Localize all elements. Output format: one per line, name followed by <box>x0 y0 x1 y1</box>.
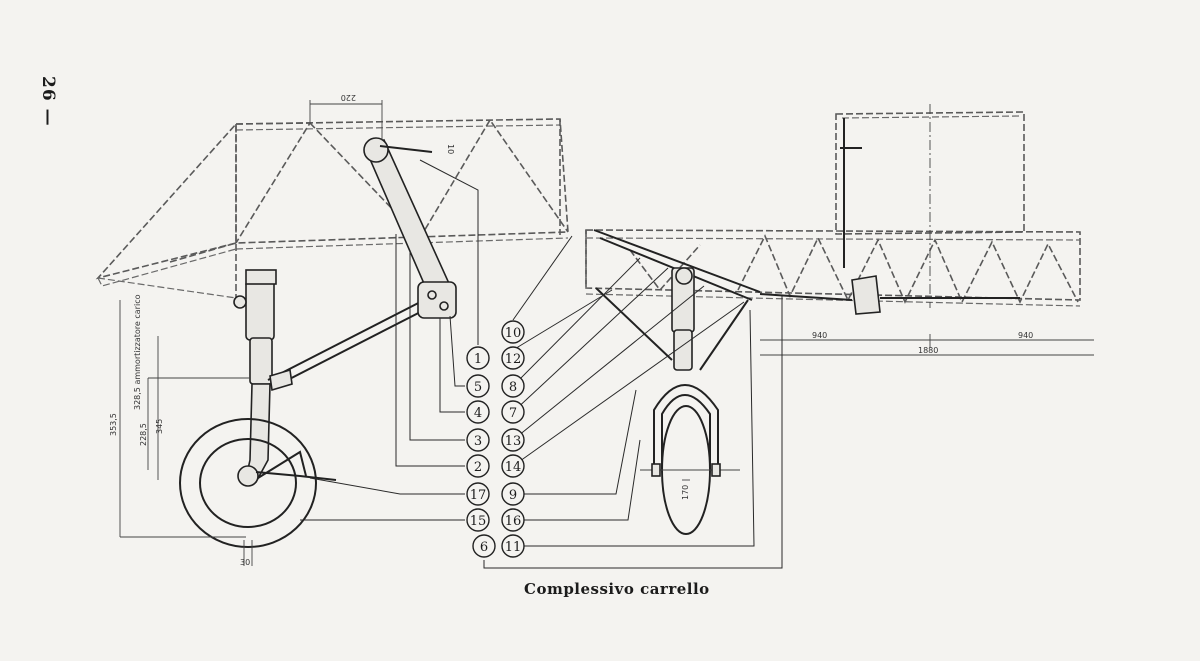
callout-9: 9 <box>501 482 525 506</box>
svg-text:2: 2 <box>474 460 482 475</box>
svg-text:1: 1 <box>474 352 482 367</box>
svg-text:5: 5 <box>474 380 482 395</box>
svg-text:3: 3 <box>474 434 482 449</box>
callout-17: 17 <box>466 482 490 506</box>
callout-2: 2 <box>466 454 490 478</box>
callout-3: 3 <box>466 428 490 452</box>
dim-span-left: 940 <box>812 331 827 340</box>
dim-strut-note: 328,5 ammortizzatore carico <box>133 294 142 410</box>
dim-wheel-width-main: 30 <box>240 558 250 567</box>
callout-8: 8 <box>501 374 525 398</box>
dim-span-right: 940 <box>1018 331 1033 340</box>
dim-height-b: 345 <box>155 419 164 434</box>
callout-15: 15 <box>466 508 490 532</box>
callout-7: 7 <box>501 400 525 424</box>
svg-text:8: 8 <box>509 380 517 395</box>
svg-text:4: 4 <box>474 406 482 421</box>
callouts: 10 1 12 5 8 4 7 3 <box>466 320 525 558</box>
callout-12: 12 <box>501 346 525 370</box>
svg-text:15: 15 <box>470 514 487 529</box>
figure-caption: Complessivo carrello <box>524 580 710 598</box>
svg-text:14: 14 <box>505 460 522 475</box>
main-landing-gear <box>179 269 437 548</box>
callout-1: 1 <box>466 346 490 370</box>
svg-text:12: 12 <box>505 352 522 367</box>
dim-span-total: 1880 <box>918 346 938 355</box>
callout-4: 4 <box>466 400 490 424</box>
svg-text:7: 7 <box>509 406 517 421</box>
svg-text:13: 13 <box>505 434 522 449</box>
callout-10: 10 <box>501 320 525 344</box>
dimension-lines <box>119 300 1094 566</box>
svg-text:16: 16 <box>505 514 522 529</box>
dim-top-height: 10 <box>446 144 455 154</box>
svg-text:11: 11 <box>505 540 522 555</box>
svg-text:17: 17 <box>470 488 487 503</box>
callout-6: 6 <box>472 534 496 558</box>
callout-5: 5 <box>466 374 490 398</box>
tail-landing-gear <box>593 229 1020 535</box>
callout-16: 16 <box>501 508 525 532</box>
retraction-arm <box>309 100 457 319</box>
dimension-labels: 220 10 940 1880 940 353,5 228,5 345 328,… <box>109 93 1033 567</box>
dim-wheel-width-tail: 170 <box>681 485 690 500</box>
callout-14: 14 <box>501 454 525 478</box>
dim-height-a: 228,5 <box>139 423 148 446</box>
callout-11: 11 <box>501 534 525 558</box>
leader-lines <box>300 159 783 569</box>
dim-height-total: 353,5 <box>109 413 118 436</box>
dim-top-width: 220 <box>341 93 356 102</box>
svg-text:6: 6 <box>480 540 488 555</box>
fuselage-truss-right <box>585 104 1081 308</box>
svg-text:10: 10 <box>505 326 522 341</box>
callout-13: 13 <box>501 428 525 452</box>
fuselage-truss-left <box>95 118 569 300</box>
svg-text:9: 9 <box>509 488 517 503</box>
